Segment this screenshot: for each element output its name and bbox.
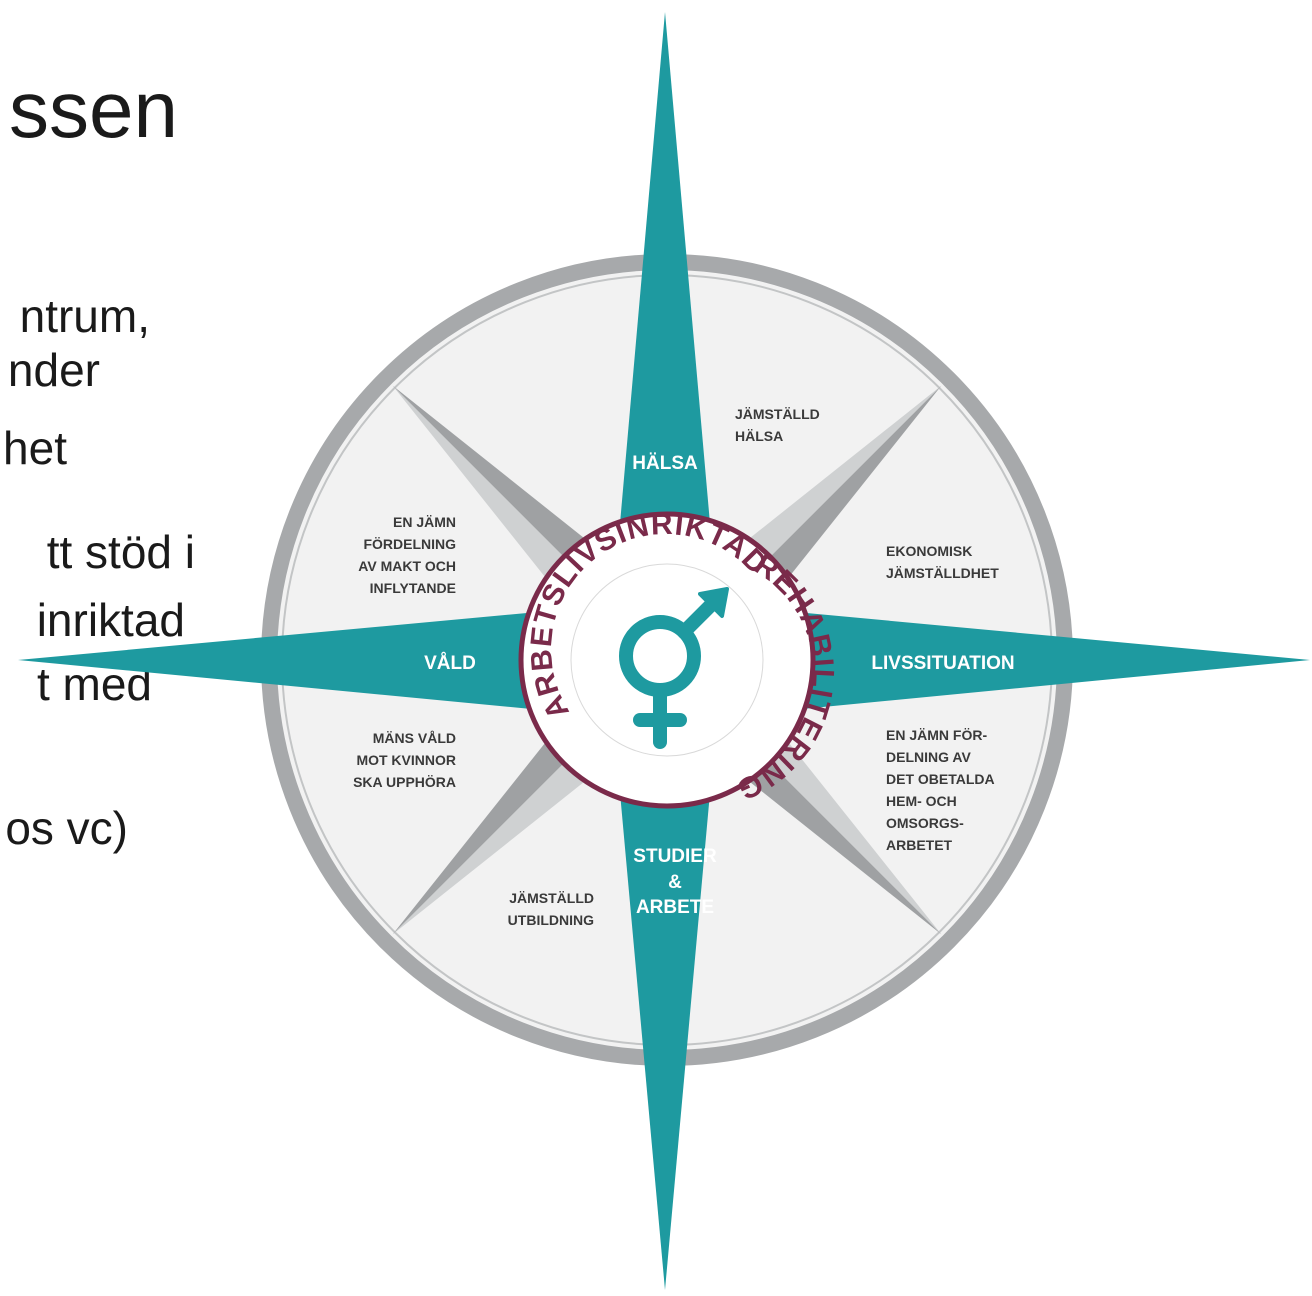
- svg-text:EN JÄMN FÖR-: EN JÄMN FÖR-: [886, 727, 987, 743]
- direction-label-south-2: &: [668, 872, 682, 893]
- point-west: [18, 600, 667, 722]
- goal-label-nne: JÄMSTÄLLD HÄLSA: [735, 406, 820, 444]
- goal-label-ssw: JÄMSTÄLLD UTBILDNING: [508, 890, 594, 928]
- body-line-2: nder: [7, 344, 100, 396]
- point-south: [608, 660, 722, 1290]
- svg-text:OMSORGS-: OMSORGS-: [886, 815, 964, 831]
- goal-label-ene: EKONOMISK JÄMSTÄLLDHET: [886, 543, 999, 581]
- body-line-3: het: [3, 422, 67, 474]
- goal-label-wsw: MÄNS VÅLD MOT KVINNOR SKA UPPHÖRA: [353, 730, 456, 790]
- svg-text:AV MAKT OCH: AV MAKT OCH: [358, 558, 456, 574]
- point-north: [608, 12, 722, 660]
- svg-text:JÄMSTÄLLD: JÄMSTÄLLD: [735, 406, 820, 422]
- svg-text:JÄMSTÄLLDHET: JÄMSTÄLLDHET: [886, 565, 999, 581]
- gender-symbol-icon: [619, 587, 729, 749]
- svg-text:HEM- OCH: HEM- OCH: [886, 793, 957, 809]
- svg-text:UTBILDNING: UTBILDNING: [508, 912, 594, 928]
- svg-text:JÄMSTÄLLD: JÄMSTÄLLD: [509, 890, 594, 906]
- direction-label-south-3: ARBETE: [636, 897, 714, 918]
- cardinal-points: [18, 12, 1310, 1290]
- svg-text:MOT KVINNOR: MOT KVINNOR: [356, 752, 456, 768]
- point-east: [667, 600, 1310, 722]
- goal-label-wnw: EN JÄMN FÖRDELNING AV MAKT OCH INFLYTAND…: [358, 514, 456, 596]
- body-line-7: os vc): [5, 802, 128, 854]
- direction-label-north: HÄLSA: [632, 453, 698, 474]
- slide-title: ssen: [9, 65, 178, 154]
- direction-label-west: VÅLD: [424, 653, 476, 674]
- svg-text:ARBETET: ARBETET: [886, 837, 953, 853]
- body-line-4: tt stöd i: [46, 526, 195, 578]
- center-medallion-inner: [570, 563, 764, 757]
- svg-text:INFLYTANDE: INFLYTANDE: [370, 580, 456, 596]
- svg-text:DET OBETALDA: DET OBETALDA: [886, 771, 995, 787]
- slide-text-column: ssen ntrum, nder het tt stöd i inriktad …: [0, 0, 640, 1296]
- goal-label-ese: EN JÄMN FÖR- DELNING AV DET OBETALDA HEM…: [886, 727, 995, 853]
- svg-text:HÄLSA: HÄLSA: [735, 428, 783, 444]
- body-line-1: ntrum,: [19, 290, 150, 342]
- svg-text:EN JÄMN: EN JÄMN: [393, 514, 456, 530]
- body-line-5: inriktad: [36, 594, 185, 646]
- svg-text:MÄNS VÅLD: MÄNS VÅLD: [373, 730, 456, 746]
- svg-text:SKA UPPHÖRA: SKA UPPHÖRA: [353, 774, 456, 790]
- svg-text:FÖRDELNING: FÖRDELNING: [363, 536, 456, 552]
- svg-text:DELNING AV: DELNING AV: [886, 749, 971, 765]
- direction-label-south-1: STUDIER: [633, 846, 717, 867]
- svg-text:EKONOMISK: EKONOMISK: [886, 543, 972, 559]
- direction-label-east: LIVSSITUATION: [871, 653, 1014, 674]
